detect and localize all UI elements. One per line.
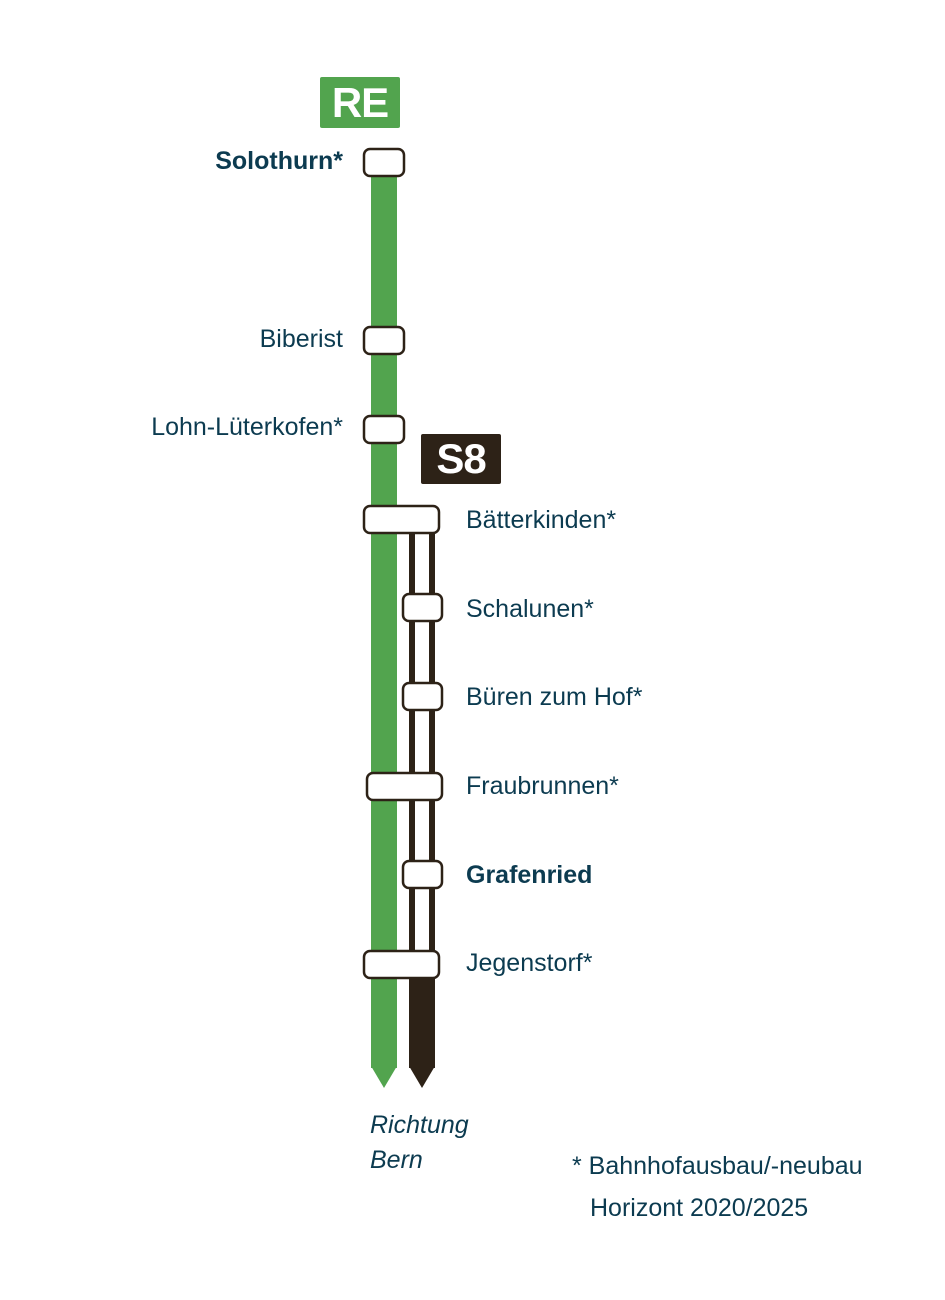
station-marker-fraubrunnen <box>365 771 444 802</box>
station-label-biberist: Biberist <box>259 325 343 353</box>
station-marker-biberist <box>362 325 406 356</box>
re-line-arrow <box>371 1066 397 1088</box>
re-line-badge: RE <box>320 77 400 128</box>
s8-line-rail-left <box>409 530 415 970</box>
station-marker-lohn-luterkofen <box>362 414 406 445</box>
station-marker-solothurn <box>362 147 406 178</box>
s8-line-badge: S8 <box>421 434 501 484</box>
direction-line-2: Bern <box>370 1146 423 1174</box>
s8-line-solid <box>409 970 435 1068</box>
station-label-solothurn: Solothurn* <box>215 147 343 175</box>
footnote-line-1: * Bahnhofausbau/-neubau <box>572 1152 863 1180</box>
station-marker-batterkinden <box>362 504 441 535</box>
re-line-track <box>371 170 397 1068</box>
station-marker-buren-zum-hof <box>401 681 444 712</box>
station-label-schalunen: Schalunen* <box>466 595 594 623</box>
footnote-line-2: Horizont 2020/2025 <box>590 1194 809 1222</box>
station-label-grafenried: Grafenried <box>466 861 593 889</box>
station-label-fraubrunnen: Fraubrunnen* <box>466 772 619 800</box>
station-label-buren-zum-hof: Büren zum Hof* <box>466 683 643 711</box>
station-label-lohn-luterkofen: Lohn-Lüterkofen* <box>151 413 343 441</box>
direction-line-1: Richtung <box>370 1111 469 1139</box>
s8-line-arrow <box>409 1066 435 1088</box>
footnote: * Bahnhofausbau/-neubau Horizont 2020/20… <box>572 1145 863 1229</box>
station-label-batterkinden: Bätterkinden* <box>466 506 617 534</box>
s8-line-rail-right <box>429 530 435 970</box>
direction-label: Richtung Bern <box>370 1108 469 1178</box>
station-marker-schalunen <box>401 592 444 623</box>
station-marker-jegenstorf <box>362 949 441 980</box>
station-marker-grafenried <box>401 859 444 890</box>
station-label-jegenstorf: Jegenstorf* <box>466 949 593 977</box>
